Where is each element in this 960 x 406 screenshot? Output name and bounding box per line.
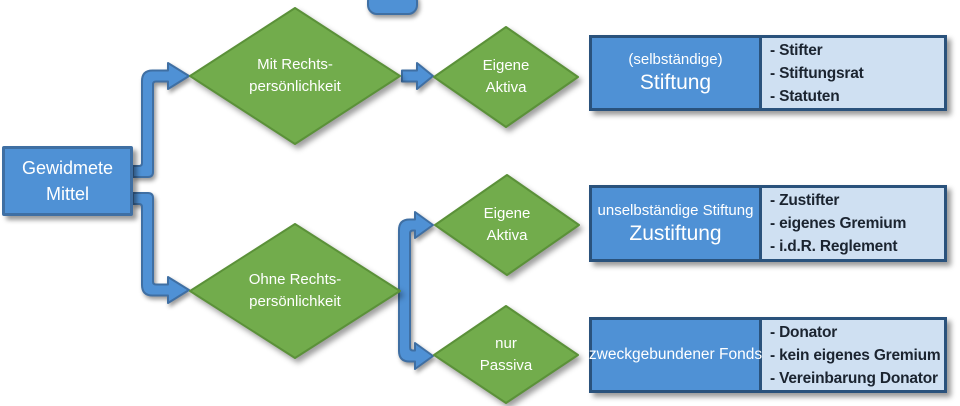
diamond-label-line: nur <box>495 335 517 352</box>
diamond-label-line: persönlichkeit <box>249 78 341 95</box>
result-box-title-small: (selbständige) <box>628 51 723 68</box>
result-box-zustiftung: unselbständige Stiftung Zustiftung - Zus… <box>589 185 947 262</box>
result-box-stiftung-details-cell: - Stifter - Stiftungsrat - Statuten <box>762 38 944 108</box>
detail-line: - Donator <box>770 323 838 341</box>
diamond-label-line: persönlichkeit <box>249 293 341 310</box>
result-box-fonds: zweckgebundener Fonds - Donator - kein e… <box>589 317 947 393</box>
result-box-fonds-title-cell: zweckgebundener Fonds <box>588 320 763 390</box>
diamond-label-ohne-rechts: Ohne Rechts- persönlichkeit <box>249 269 342 313</box>
result-box-title-single: zweckgebundener Fonds <box>588 346 763 363</box>
result-box-zustiftung-details-cell: - Zustifter - eigenes Gremium - i.d.R. R… <box>762 188 944 259</box>
detail-line: - Zustifter <box>770 192 840 209</box>
diamond-label-line: Aktiva <box>485 79 527 96</box>
detail-line: - Stifter <box>770 41 823 59</box>
detail-line: - i.d.R. Reglement <box>770 238 898 255</box>
diamond-label-mit-rechts: Mit Rechts- persönlichkeit <box>249 54 341 98</box>
diamond-label-line: Passiva <box>479 357 533 374</box>
diamond-label-line: Eigene <box>482 57 530 74</box>
diamond-eigene-aktiva-top <box>433 26 579 128</box>
diamond-label-nur-passiva: nur Passiva <box>480 333 533 377</box>
detail-line: - kein eigenes Gremium <box>770 346 941 364</box>
detail-line: - Vereinbarung Donator <box>770 369 938 387</box>
detail-line: - Stiftungsrat <box>770 64 864 82</box>
result-box-stiftung-title-cell: (selbständige) Stiftung <box>592 38 762 108</box>
cropped-connector-artifact <box>367 0 418 15</box>
root-box-gewidmete-mittel: Gewidmete Mittel <box>2 146 133 216</box>
diamond-ohne-rechtspersoenlichkeit <box>189 223 401 359</box>
diamond-label-line: Aktiva <box>486 227 528 244</box>
arrow-root-to-ohne-rechts <box>132 192 190 304</box>
result-box-title-large: Zustiftung <box>629 221 722 245</box>
result-box-title-small: unselbständige Stiftung <box>597 201 754 219</box>
arrow-root-to-mit-rechts <box>132 62 190 178</box>
diamond-mit-rechtspersoenlichkeit <box>189 7 401 145</box>
arrow-ohne-rechts-branches <box>398 211 434 370</box>
detail-line: - eigenes Gremium <box>770 215 907 232</box>
result-box-stiftung: (selbständige) Stiftung - Stifter - Stif… <box>589 35 947 111</box>
diamond-eigene-aktiva-mid <box>434 174 580 276</box>
diamond-label-eigene-aktiva-top: Eigene Aktiva <box>483 55 530 99</box>
diamond-label-eigene-aktiva-mid: Eigene Aktiva <box>484 203 531 247</box>
diamond-label-line: Mit Rechts- <box>257 56 333 73</box>
result-box-zustiftung-title-cell: unselbständige Stiftung Zustiftung <box>592 188 762 259</box>
root-box-label-line2: Mittel <box>45 184 89 204</box>
diamond-label-line: Eigene <box>483 205 531 222</box>
result-box-title-large: Stiftung <box>639 71 712 94</box>
detail-line: - Statuten <box>770 87 840 105</box>
result-box-fonds-details-cell: - Donator - kein eigenes Gremium - Verei… <box>762 320 944 390</box>
diamond-label-line: Ohne Rechts- <box>248 271 342 288</box>
root-box-label-line1: Gewidmete <box>21 158 114 178</box>
arrow-mit-rechts-to-eigene-aktiva <box>401 62 434 90</box>
diamond-nur-passiva <box>433 305 579 404</box>
